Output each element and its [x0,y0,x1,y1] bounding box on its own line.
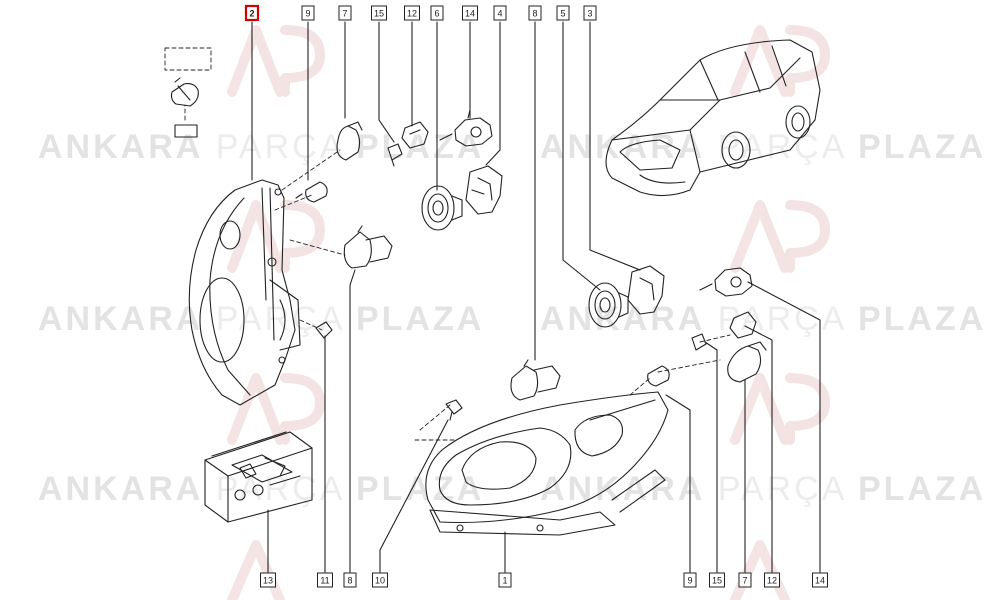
top-callout-box-9 [301,5,315,21]
bulb-holder-right [691,333,707,351]
car-illustration [605,39,821,197]
top-callout-label-12: 12 [407,9,417,19]
top-callout-box-5 [556,5,570,21]
cover-cap-left [421,185,463,231]
bottom-callout-box-9 [683,572,697,588]
bottom-callout-box-11 [317,572,333,588]
wedge-bulb-left [295,181,328,203]
watermark-row-1: ANKARA PARÇA PLAZA [38,128,485,166]
top-callout-box-15 [371,5,387,21]
top-callout-label-2: 2 [249,9,254,19]
bottom-callout-label-9: 9 [687,576,692,586]
top-callout-label-7: 7 [342,9,347,19]
screw-front [445,399,463,421]
top-leader-lines [251,21,641,361]
top-callout-label-5: 5 [560,9,565,19]
bottom-callout-box-10 [372,572,388,588]
wedge-bulb-right [647,365,670,387]
bottom-callout-box-1 [498,572,512,588]
socket-right [729,311,757,339]
top-callout-box-12 [404,5,420,21]
capless-bulb-part [170,77,199,138]
front-headlamp [425,391,669,536]
watermark-logo [227,25,830,600]
bottom-callout-label-15: 15 [712,576,722,586]
bottom-callout-label-8: 8 [347,576,352,586]
left-headlamp-side-view [188,179,301,406]
indicator-bulb-left [336,121,363,161]
bottom-callout-label-14: 14 [815,576,825,586]
top-callout-box-6 [430,5,444,21]
dashed-guides [164,47,731,441]
bulb-kit-box [204,431,313,523]
top-callout-label-3: 3 [587,9,592,19]
top-callout-label-4: 4 [497,9,502,19]
bottom-leader-lines [267,269,821,573]
top-callout-label-6: 6 [434,9,439,19]
top-callout-label-15: 15 [374,9,384,19]
watermark-row-2b: ANKARA PARÇA PLAZA [540,300,987,338]
h4-bulb-left [343,225,393,269]
top-callout-label-9: 9 [305,9,310,19]
top-callout-box-2 [244,4,260,22]
h4-bulb-center [510,359,561,401]
watermark-row-2: ANKARA PARÇA PLAZA [38,300,485,338]
cover-cap-right [588,282,629,328]
bulb-holder-left [387,143,403,167]
bottom-callouts: 13 11 8 10 1 9 15 7 12 14 [260,572,828,588]
cap-right [627,265,665,315]
bottom-callout-box-14 [812,572,828,588]
socket-left [401,121,429,149]
top-callouts: 2 9 7 15 12 6 14 4 8 5 3 [244,4,597,22]
screw-left [315,321,333,339]
h7-bulb-right [699,267,753,297]
top-callout-box-7 [338,5,352,21]
top-callout-label-14: 14 [465,9,475,19]
bottom-callout-box-7 [738,572,752,588]
bottom-callout-label-12: 12 [767,576,777,586]
bottom-callout-label-10: 10 [375,576,385,586]
watermark-row-3: ANKARA PARÇA PLAZA [38,470,485,508]
top-callout-box-8 [528,5,542,21]
bottom-callout-box-15 [709,572,725,588]
bottom-callout-box-8 [343,572,357,588]
h7-bulb-left [439,109,493,147]
bottom-callout-label-11: 11 [320,576,329,586]
bottom-callout-box-13 [260,572,276,588]
watermark-row-3b: ANKARA PARÇA PLAZA [540,470,987,508]
top-callout-box-4 [493,5,507,21]
bottom-callout-box-12 [764,572,780,588]
top-callout-label-8: 8 [532,9,537,19]
bottom-callout-label-13: 13 [263,576,273,586]
indicator-bulb-right [727,341,767,383]
top-callout-box-14 [462,5,478,21]
bottom-callout-label-7: 7 [742,576,747,586]
top-callout-box-3 [583,5,597,21]
bottom-callout-label-1: 1 [502,576,507,586]
cap-left [465,165,503,215]
